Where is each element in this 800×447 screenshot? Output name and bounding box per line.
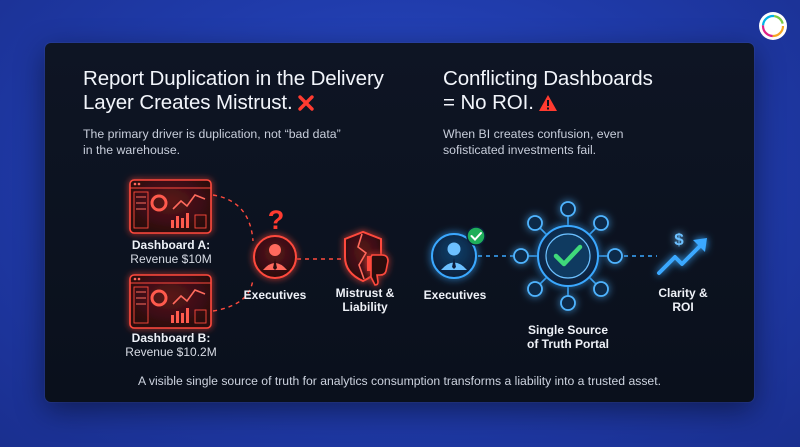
left-title-line1: Report Duplication in the Delivery (83, 67, 384, 90)
growth-arrow-icon: $ (657, 230, 707, 275)
dashboard-a-label: Dashboard A: Revenue $10M (125, 238, 217, 266)
left-title: Report Duplication in the Delivery Layer… (83, 67, 423, 115)
mistrust-label: Mistrust & Liability (325, 286, 405, 314)
executive-red-icon (253, 235, 297, 279)
left-subtitle-line1: The primary driver is duplication, not “… (83, 127, 341, 141)
diagram-graphics: ? (129, 179, 707, 329)
connector-b (212, 278, 254, 312)
check-badge-icon (466, 226, 486, 246)
dashboard-a-name: Dashboard A: (131, 238, 211, 252)
thumbs-down-icon (367, 254, 389, 286)
footer-caption: A visible single source of truth for ana… (138, 374, 661, 388)
clarity-line2: ROI (672, 300, 694, 314)
check-icon (553, 244, 583, 267)
portal-line1: Single Source (527, 323, 609, 337)
left-subtitle-line2: in the warehouse. (83, 143, 181, 157)
right-title-line1: Conflicting Dashboards (443, 67, 653, 90)
right-title: Conflicting Dashboards = No ROI. (443, 67, 743, 115)
network-hub-icon (513, 201, 623, 311)
portal-line2: of Truth Portal (527, 337, 609, 351)
dashboard-b-label: Dashboard B: Revenue $10.2M (123, 331, 219, 359)
dashboard-a-value: Revenue $10M (130, 252, 212, 266)
warning-icon (538, 95, 557, 111)
right-subtitle-line2: sofisticated investments fail. (443, 143, 597, 157)
question-icon: ? (268, 205, 285, 235)
right-title-line2: = No ROI. (443, 91, 534, 114)
dollar-icon: $ (674, 230, 684, 249)
clarity-line1: Clarity & (658, 286, 708, 300)
dashboard-b-icon (129, 274, 212, 329)
logo-icon (759, 12, 787, 40)
x-mark-icon (297, 95, 314, 111)
mistrust-line1: Mistrust & (335, 286, 395, 300)
dashboard-b-name: Dashboard B: (131, 331, 211, 345)
infographic-card: Report Duplication in the Delivery Layer… (45, 43, 754, 402)
executive-blue-icon (431, 233, 477, 279)
clarity-label: Clarity & ROI (648, 286, 718, 314)
left-subtitle: The primary driver is duplication, not “… (83, 126, 403, 158)
right-subtitle: When BI creates confusion, even sofistic… (443, 126, 683, 158)
dashboard-b-value: Revenue $10.2M (125, 345, 217, 359)
left-executives-label: Executives (243, 288, 307, 302)
mistrust-line2: Liability (342, 300, 388, 314)
connector-a (212, 194, 254, 242)
right-subtitle-line1: When BI creates confusion, even (443, 127, 624, 141)
left-title-line2: Layer Creates Mistrust. (83, 91, 293, 114)
portal-label: Single Source of Truth Portal (518, 323, 618, 351)
dashboard-a-icon (129, 179, 212, 234)
right-executives-label: Executives (423, 288, 487, 302)
